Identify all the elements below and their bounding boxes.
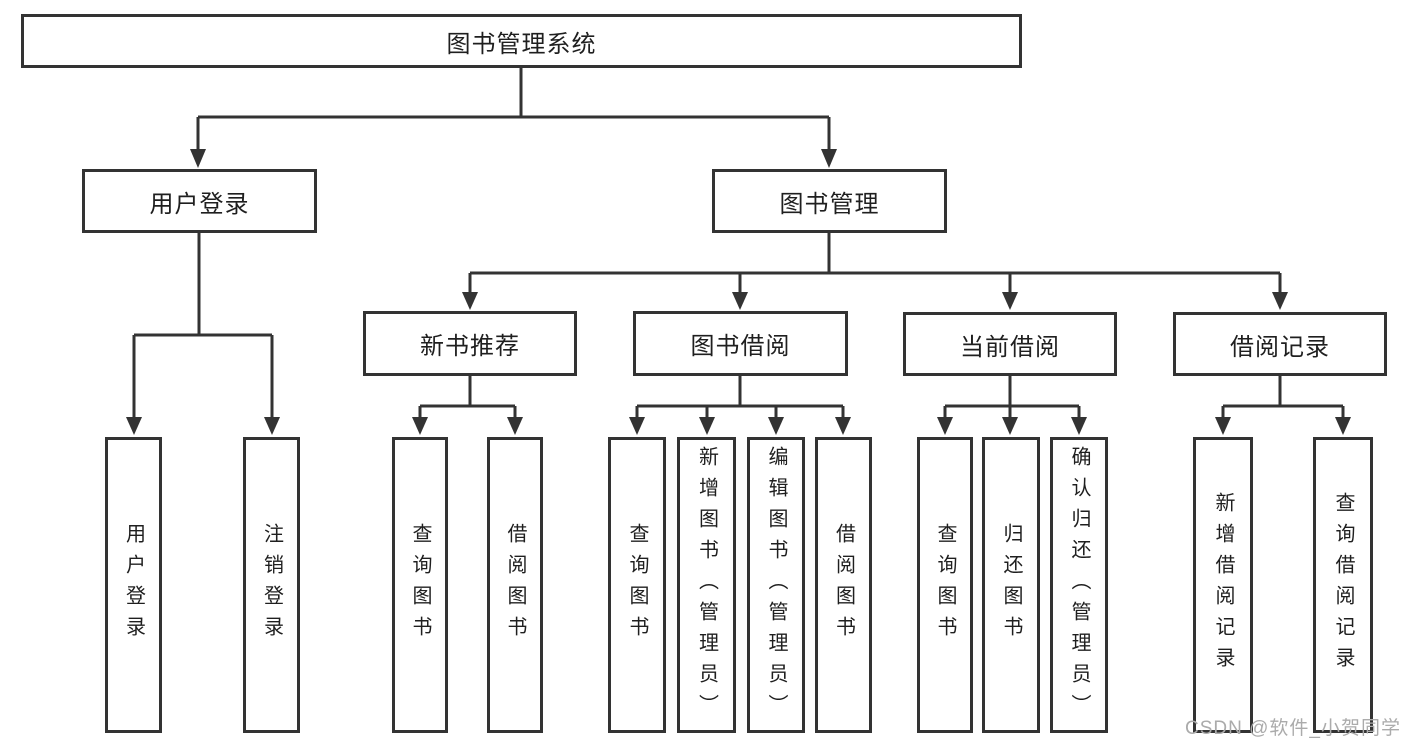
node-leaf-user-login: 用户登录 (105, 437, 162, 733)
node-leaf-confirm-return-admin: 确认归还（管理员） (1050, 437, 1108, 733)
node-borrowing-records: 借阅记录 (1173, 312, 1387, 376)
node-leaf-return-books: 归还图书 (982, 437, 1040, 733)
node-book-management: 图书管理 (712, 169, 947, 233)
node-leaf-borrow-books-recommend: 借阅图书 (487, 437, 543, 733)
node-user-login: 用户登录 (82, 169, 317, 233)
node-leaf-borrow-books: 借阅图书 (815, 437, 872, 733)
node-leaf-edit-books-admin: 编辑图书（管理员） (747, 437, 805, 733)
node-current-borrowing: 当前借阅 (903, 312, 1117, 376)
node-leaf-logout: 注销登录 (243, 437, 300, 733)
node-leaf-add-books-admin: 新增图书（管理员） (677, 437, 736, 733)
arrowhead-icons (126, 149, 1351, 435)
node-leaf-query-borrow-record: 查询借阅记录 (1313, 437, 1373, 733)
node-leaf-query-books-current: 查询图书 (917, 437, 973, 733)
node-leaf-query-books-recommend: 查询图书 (392, 437, 448, 733)
node-leaf-query-books-borrowing: 查询图书 (608, 437, 666, 733)
node-book-borrowing: 图书借阅 (633, 311, 848, 376)
csdn-watermark: CSDN @软件_小贺同学 (1185, 718, 1401, 739)
node-root: 图书管理系统 (21, 14, 1022, 68)
node-new-book-recommend: 新书推荐 (363, 311, 577, 376)
node-leaf-add-borrow-record: 新增借阅记录 (1193, 437, 1253, 733)
